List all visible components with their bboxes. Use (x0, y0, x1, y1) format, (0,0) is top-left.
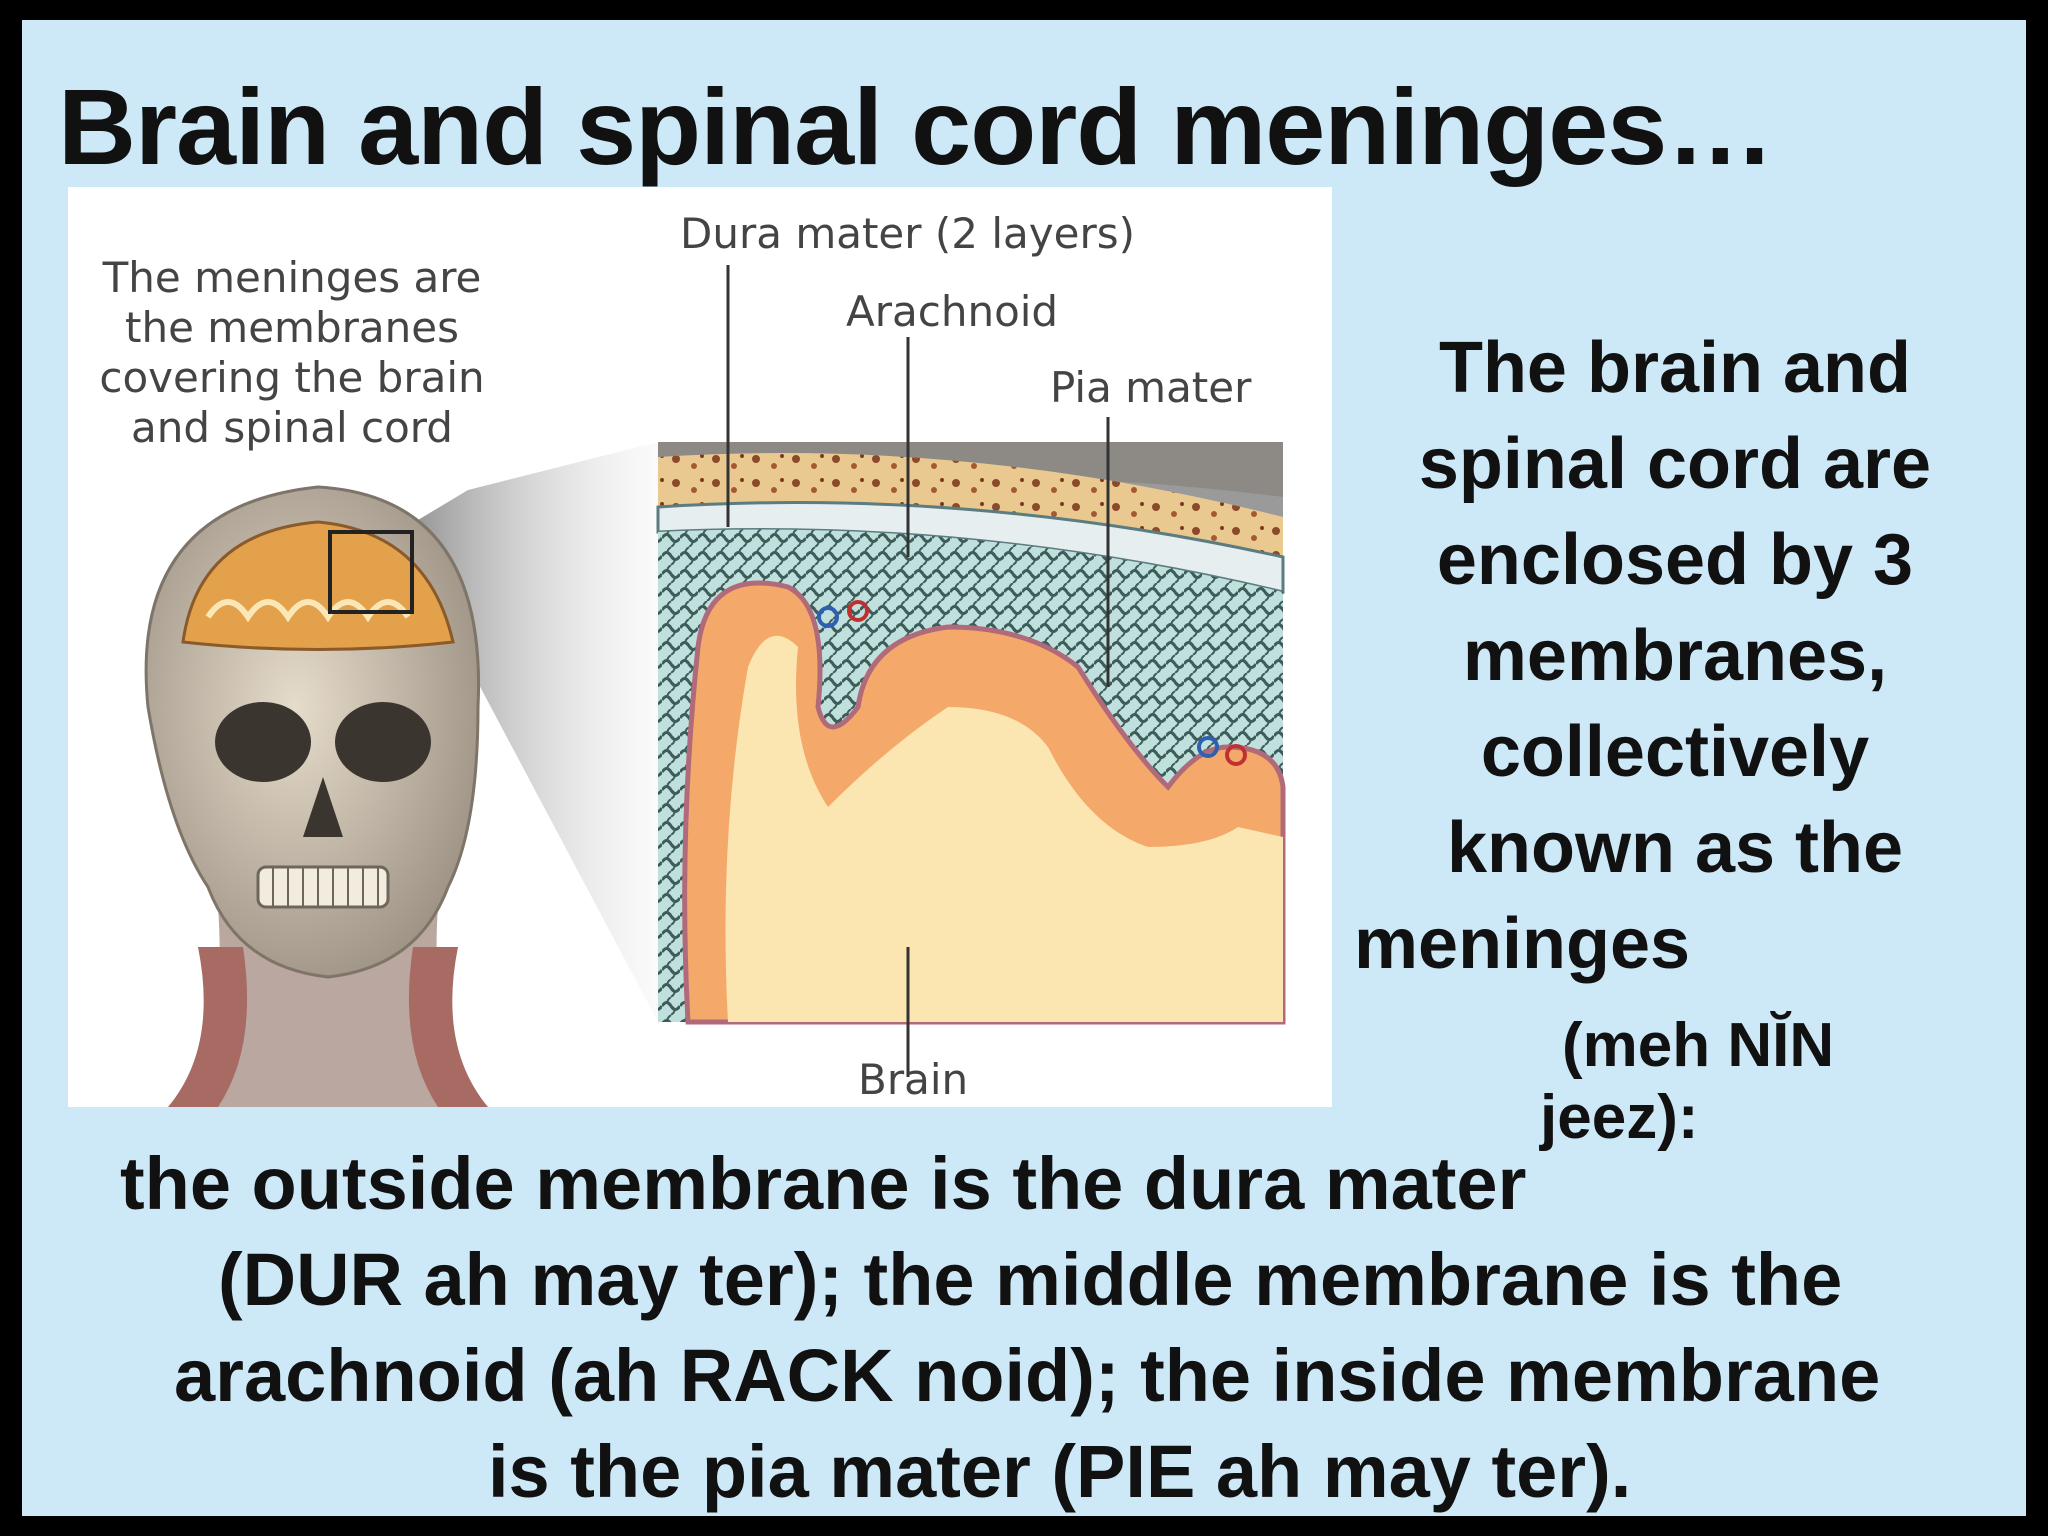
meninges-cross-section (656, 442, 1286, 1025)
explanation-line: arachnoid (ah RACK noid); the inside mem… (174, 1334, 1881, 1417)
explanation-line: (DUR ah may ter); the middle membrane is… (218, 1238, 1843, 1321)
description-line: enclosed by 3 (1436, 520, 1914, 600)
description-line: collectively (1480, 712, 1870, 792)
neck (178, 907, 488, 1107)
meninges-illustration: The meninges are the membranes covering … (68, 187, 1332, 1107)
label-dura-mater: Dura mater (2 layers) (680, 209, 1135, 258)
description-text: The brain and spinal cord are enclosed b… (1340, 320, 2010, 992)
white-matter (725, 635, 1283, 1022)
explanation-line: the outside membrane is the dura mater (120, 1142, 1527, 1225)
zoom-box (328, 530, 414, 614)
skull-bone (658, 453, 1283, 557)
explanation-line: is the pia mater (PIE ah may ter). (488, 1430, 1632, 1513)
description-line: meninges (1354, 904, 1691, 984)
membrane-explanation: the outside membrane is the dura mater (… (82, 1136, 1982, 1520)
pronunciation-line: (meh NĬN (1562, 1011, 1835, 1080)
description-line: membranes, (1462, 616, 1888, 696)
label-brain: Brain (858, 1055, 969, 1104)
figure-caption: The meninges are the membranes covering … (99, 253, 485, 452)
label-pia-mater: Pia mater (1050, 363, 1252, 412)
description-line: known as the (1446, 808, 1904, 888)
pronunciation: (meh NĬN jeez): (1540, 1010, 1835, 1154)
description-line: The brain and (1438, 328, 1912, 408)
anatomy-figure (144, 265, 1286, 1107)
label-arachnoid: Arachnoid (846, 287, 1059, 336)
description-line: spinal cord are (1418, 424, 1932, 504)
slide: Brain and spinal cord meninges… (22, 20, 2026, 1516)
pronunciation-line: jeez): (1540, 1083, 1699, 1152)
slide-title: Brain and spinal cord meninges… (58, 66, 1774, 187)
